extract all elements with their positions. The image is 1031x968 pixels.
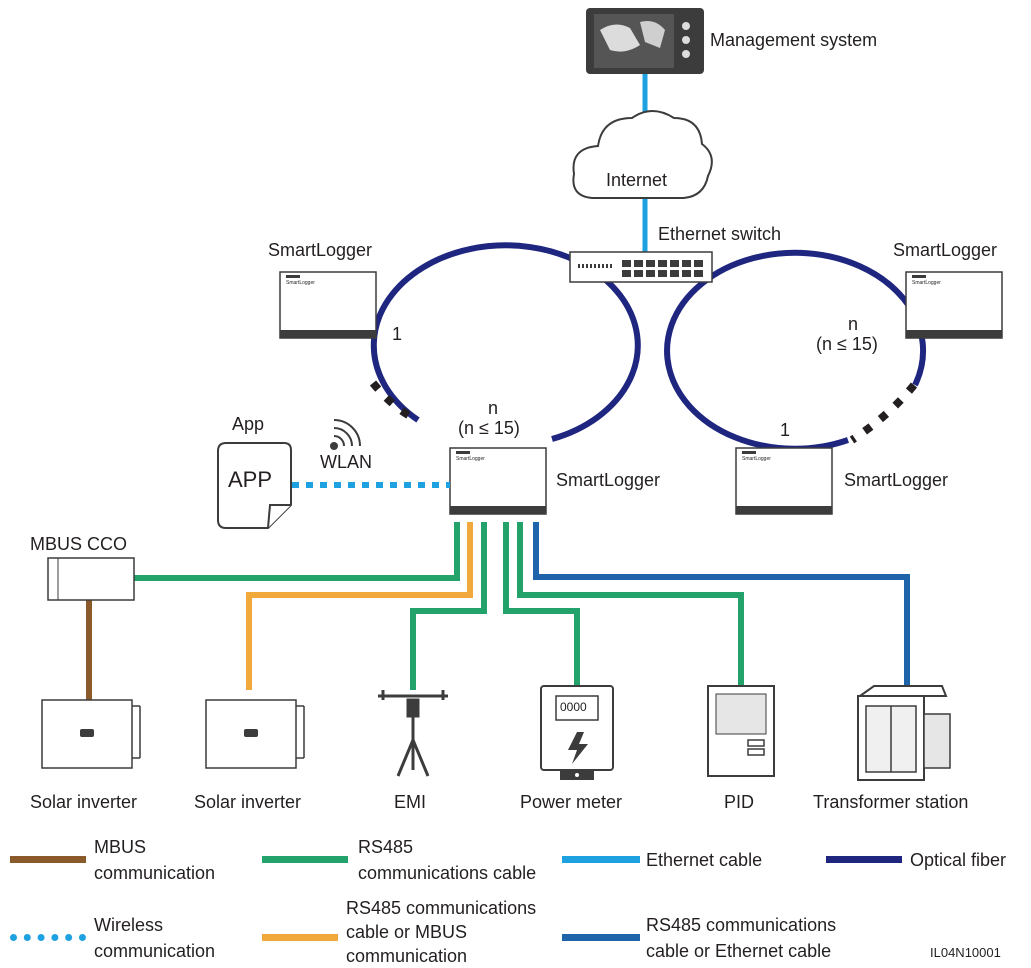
legend-optical-swatch bbox=[826, 856, 902, 863]
legend-optical-text: Optical fiber bbox=[910, 850, 1007, 870]
app-icon-text: APP bbox=[228, 467, 273, 492]
rs485-cable-power-meter bbox=[503, 522, 580, 690]
legend-wireless-text: Wireless communication bbox=[94, 915, 216, 961]
ring-right-n-limit-label: (n ≤ 15) bbox=[816, 334, 878, 354]
rs485-cable-emi bbox=[410, 522, 487, 690]
management-system-icon bbox=[586, 8, 704, 74]
transformer-station-device bbox=[856, 685, 951, 781]
smartlogger-brand-top-left: SmartLogger bbox=[286, 280, 315, 286]
optical-fiber-ring-left-dotted bbox=[369, 380, 420, 424]
ring-left-first-label: 1 bbox=[392, 324, 403, 344]
legend-rs485-text: RS485 communications cable bbox=[358, 837, 537, 883]
management-system-label: Management system bbox=[710, 30, 878, 50]
power-meter-label: Power meter bbox=[520, 792, 623, 812]
ethernet-switch-label: Ethernet switch bbox=[658, 224, 782, 244]
legend-mbus-text: MBUS communication bbox=[94, 837, 216, 883]
legend-ethernet-swatch bbox=[562, 856, 640, 863]
smartlogger-top-left-label: SmartLogger bbox=[268, 240, 373, 260]
app-label: App bbox=[232, 414, 265, 434]
ring-right-first-label: 1 bbox=[780, 420, 791, 440]
meter-digits-label: 0000 bbox=[560, 700, 587, 714]
internet-label: Internet bbox=[606, 170, 668, 190]
rs485-or-ethernet-cable-transformer bbox=[533, 522, 910, 690]
legend-mbus-swatch bbox=[10, 856, 86, 863]
legend-wireless-swatch bbox=[10, 934, 86, 941]
smartlogger-top-right-label: SmartLogger bbox=[893, 240, 998, 260]
smartlogger-brand-center: SmartLogger bbox=[456, 456, 485, 462]
ring-left-n-label: n bbox=[488, 398, 499, 418]
emi-device bbox=[378, 690, 448, 777]
ethernet-switch-icon bbox=[569, 251, 713, 283]
power-meter-device bbox=[540, 685, 614, 780]
rs485-cable-mbus-cco bbox=[134, 522, 460, 581]
smartlogger-center-label: SmartLogger bbox=[556, 470, 661, 490]
mbus-cco-device bbox=[47, 557, 135, 601]
rs485-or-mbus-cable-inverter bbox=[246, 522, 473, 690]
solar-inverter-2-device bbox=[205, 699, 305, 769]
optical-fiber-ring-right-dotted bbox=[849, 382, 918, 444]
legend-rs485-or-ethernet-swatch bbox=[562, 934, 640, 941]
transformer-station-label: Transformer station bbox=[813, 792, 969, 812]
smartlogger-brand-top-right: SmartLogger bbox=[912, 280, 941, 286]
smartlogger-bottom-right-label: SmartLogger bbox=[844, 470, 949, 490]
emi-label: EMI bbox=[394, 792, 427, 812]
mbus-cco-label: MBUS CCO bbox=[30, 534, 128, 554]
legend-rs485-or-ethernet-text: RS485 communications cable or Ethernet c… bbox=[646, 915, 837, 961]
app-icon-corner bbox=[267, 504, 291, 529]
pid-device bbox=[707, 685, 775, 777]
wlan-signal-icon bbox=[330, 419, 361, 450]
solar-inverter-1-device bbox=[41, 699, 141, 769]
legend-rs485-or-mbus-swatch bbox=[262, 934, 338, 941]
figure-id-label: IL04N10001 bbox=[930, 945, 1001, 960]
legend-ethernet-text: Ethernet cable bbox=[646, 850, 763, 870]
wlan-label: WLAN bbox=[320, 452, 373, 472]
internet-cloud-icon bbox=[572, 110, 713, 199]
pid-label: PID bbox=[724, 792, 755, 812]
solar-inverter-2-label: Solar inverter bbox=[194, 792, 302, 812]
ring-left-n-limit-label: (n ≤ 15) bbox=[458, 418, 520, 438]
rs485-cable-pid bbox=[517, 522, 744, 690]
ring-right-n-label: n bbox=[848, 314, 859, 334]
optical-fiber-ring-left bbox=[370, 242, 641, 442]
smartlogger-brand-bottom-right: SmartLogger bbox=[742, 456, 771, 462]
legend-rs485-or-mbus-text: RS485 communications cable or MBUS commu… bbox=[346, 898, 537, 966]
legend-rs485-swatch bbox=[262, 856, 348, 863]
solar-inverter-1-label: Solar inverter bbox=[30, 792, 138, 812]
